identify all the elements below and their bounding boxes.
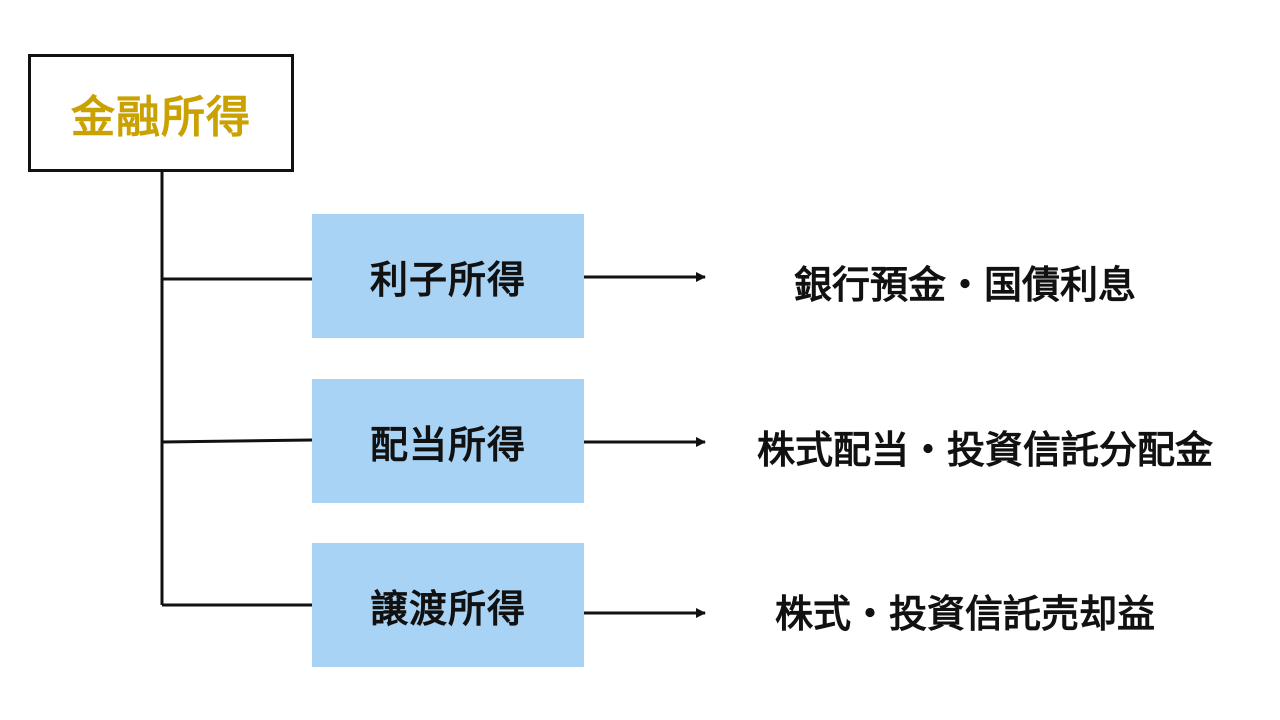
category-node-dividend: 配当所得 (312, 379, 584, 503)
category-label: 配当所得 (369, 422, 526, 467)
root-label: 金融所得 (71, 92, 251, 143)
example-interest: 銀行預金・国債利息 (793, 263, 1136, 307)
branch-line-2 (161, 438, 313, 444)
example-capital-gains: 株式・投資信託売却益 (774, 592, 1155, 636)
category-label: 利子所得 (369, 257, 526, 302)
category-node-interest: 利子所得 (312, 214, 584, 338)
category-label: 譲渡所得 (369, 586, 526, 631)
category-node-capital-gains: 譲渡所得 (312, 543, 584, 667)
example-dividend: 株式配当・投資信託分配金 (756, 428, 1213, 472)
root-node: 金融所得 (28, 54, 294, 172)
